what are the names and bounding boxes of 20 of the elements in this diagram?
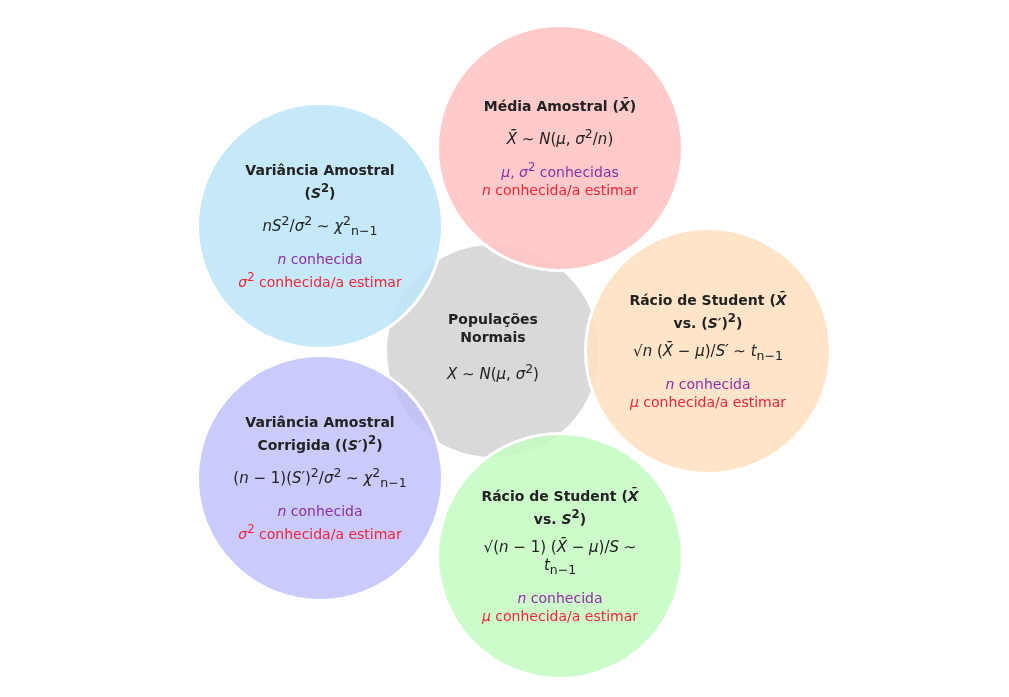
formula: X ∼ N(μ, σ$^{2}$) xyxy=(447,359,539,383)
condition-text: μ conhecida/a estimar xyxy=(629,392,787,411)
heading: Variância Amostral (S$^{2}$) xyxy=(244,161,396,202)
condition-text: σ$^{2}$ conhecida/a estimar xyxy=(238,521,402,543)
condition-text: μ conhecida/a estimar xyxy=(481,606,639,625)
condition-text: n conhecida xyxy=(277,502,363,520)
heading: Média Amostral (X̄) xyxy=(483,97,637,116)
condition-text: n conhecida xyxy=(517,588,603,607)
formula: √n (X̄ − μ)/S′ ∼ t$_{n−1}$ xyxy=(633,341,783,365)
heading: Rácio de Student (X̄ vs. S$^{2}$) xyxy=(480,487,640,528)
condition-text: μ, σ$^{2}$ conhecidas xyxy=(501,159,619,181)
condition-text: σ$^{2}$ conhecida/a estimar xyxy=(238,269,402,291)
heading: Populações Normais xyxy=(447,309,539,346)
condition-text: n conhecida xyxy=(665,374,751,393)
formula: √(n − 1) (X̄ − μ)/S ∼ t$_{n−1}$ xyxy=(482,537,638,579)
heading: Variância Amostral Corrigida ((S′)$^{2}$) xyxy=(244,413,396,454)
condition-text: n conhecida/a estimar xyxy=(482,180,638,199)
heading: Rácio de Student (X̄ vs. (S′)$^{2}$) xyxy=(628,291,788,332)
condition-text: n conhecida xyxy=(277,250,363,268)
formula: X̄ ∼ N(μ, σ$^{2}$/n) xyxy=(506,125,614,149)
